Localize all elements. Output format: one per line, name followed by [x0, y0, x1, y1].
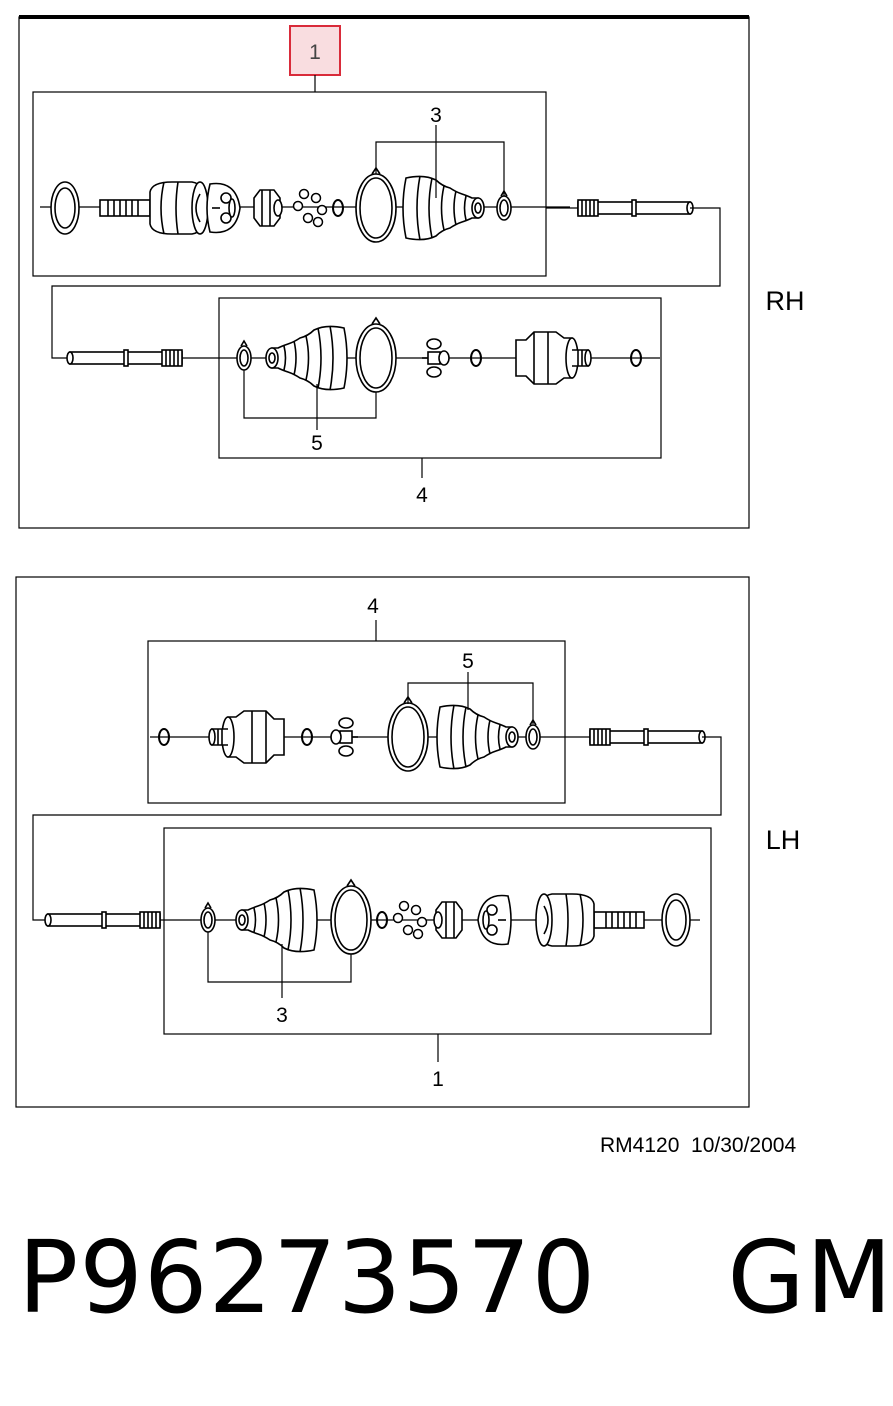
rh-callout-outer-boot-kit: 3 [430, 104, 442, 127]
lh-inner-joint-box [147, 640, 566, 804]
rh-callout-assembly: 1 [309, 41, 321, 64]
lh-boot [235, 887, 318, 953]
lh-cage [477, 894, 512, 946]
rh-cage [206, 182, 241, 234]
lh-callout-inner-boot-kit: 5 [462, 650, 474, 673]
driveshaft-exploded-diagram: 1 3 5 [15, 15, 805, 1108]
rh-outer-joint-box [32, 91, 547, 277]
rh-circlip [332, 199, 344, 217]
lh-inner-small-clamp [525, 719, 541, 750]
reference-code: RM4120 10/30/2004 [600, 1134, 797, 1157]
rh-shaft-upper [577, 199, 694, 217]
part-number: P96273570 GM [18, 1219, 893, 1336]
lh-tripod [330, 717, 359, 757]
rh-side-label: RH [766, 286, 805, 316]
lh-outer-cv-joint [535, 893, 645, 947]
rh-tripod [421, 338, 450, 378]
lh-inner-boot [436, 704, 519, 770]
rh-inner-boot [265, 325, 348, 391]
lh-callout-assembly: 1 [432, 1068, 444, 1091]
lh-small-clamp [200, 902, 216, 933]
rh-inner-small-clamp [236, 340, 252, 371]
lh-group: 4 5 3 [15, 576, 801, 1108]
lh-callout-inner-joint: 4 [367, 595, 379, 618]
lh-inner-race [433, 901, 463, 939]
lh-boot-band [330, 879, 372, 955]
rh-callout-inner-boot-kit: 5 [311, 432, 323, 455]
lh-shaft-lower [44, 911, 161, 929]
rh-boot-band [355, 167, 397, 243]
rh-outer-cv-joint [99, 181, 209, 235]
rh-inner-race [253, 189, 283, 227]
lh-tripod-housing [208, 710, 285, 764]
rh-shaft-lower [66, 349, 183, 367]
lh-shaft-upper [589, 728, 706, 746]
lh-side-label: LH [766, 825, 801, 855]
lh-seal [661, 893, 691, 947]
rh-group: 1 3 5 [18, 15, 805, 529]
rh-tripod-housing [515, 331, 592, 385]
rh-boot [402, 175, 485, 241]
rh-callout-inner-joint: 4 [416, 484, 428, 507]
lh-inner-boot-band [387, 696, 429, 772]
rh-inner-boot-band [355, 317, 397, 393]
rh-balls [292, 188, 328, 228]
rh-inner-joint-box [218, 297, 662, 459]
lh-callout-outer-boot-kit: 3 [276, 1004, 288, 1027]
rh-seal [50, 181, 80, 235]
